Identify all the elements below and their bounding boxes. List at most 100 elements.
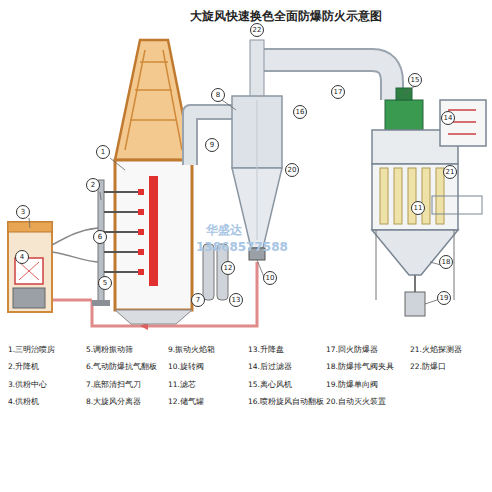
powder-supply-center [19,262,39,280]
callout-number: 16 [296,109,305,116]
air-duct [190,112,236,165]
spray-booth [149,176,158,286]
parts-list-item: 9.振动火焰箱 [168,345,215,355]
cyclone-separator [257,100,258,240]
leader-line [100,192,101,200]
powder-supply-center [8,222,52,312]
exhaust-box [432,196,482,214]
exhaust-box [432,100,486,214]
callout-circle: 6 [93,230,107,244]
callout-number: 12 [224,265,233,272]
parts-list-item: 11.滤芯 [168,380,196,390]
callout-circle: 1 [96,145,110,159]
callout-circle: 14 [441,111,455,125]
parts-list-item: 3.供粉中心 [8,380,47,390]
spray-booth [115,40,192,160]
parts-list-item: 10.旋转阀 [168,362,204,372]
diagram-title: 大旋风快速换色全面防爆防火示意图 [190,9,382,24]
after-filter [408,168,416,224]
callout-number: 8 [216,92,220,99]
parts-list-item: 20.自动灭火装置 [326,397,386,407]
air-duct [257,60,392,100]
after-filter [394,168,402,224]
after-filter [380,168,388,224]
callout-number: 4 [20,254,24,261]
callout-number: 11 [414,205,423,212]
callout-number: 2 [91,182,95,189]
after-filter [372,230,458,275]
after-filter [454,230,455,300]
gun-lifter [92,300,110,306]
air-duct [257,60,392,100]
parts-list-item: 21.火焰探测器 [410,345,462,355]
spray-booth [138,269,144,275]
callout-number: 21 [446,169,455,176]
after-filter [376,230,377,300]
after-filter [405,292,425,316]
powder-hose [52,252,100,262]
parts-list-item: 2.升降机 [8,362,39,372]
callout-circle: 12 [221,261,235,275]
parts-list-item: 6.气动防爆抗气翻板 [86,362,157,372]
parts-list-item: 12.储气罐 [168,397,204,407]
callout-circle: 18 [439,255,453,269]
callout-number: 14 [444,115,453,122]
powder-supply-center [13,288,45,308]
after-filter [422,168,430,224]
callout-circle: 5 [98,276,112,290]
callout-number: 5 [103,280,107,287]
parts-list-item: 15.离心风机 [248,380,292,390]
spray-booth [104,271,140,273]
leader-line [222,100,236,110]
parts-list-item: 19.防爆单向阀 [326,380,378,390]
callout-number: 1 [101,149,105,156]
callout-number: 15 [411,77,420,84]
callout-circle: 10 [263,271,277,285]
spray-booth [104,191,140,193]
air-duct [190,112,236,165]
parts-list-item: 14.后过滤器 [248,362,292,372]
leader-line [110,158,125,170]
callout-circle: 13 [229,293,243,307]
parts-list-item: 16.喷粉旋风自动翻板 [248,397,324,407]
callout-circle: 16 [293,105,307,119]
callout-number: 17 [334,89,343,96]
powder-supply-center [8,222,52,312]
callout-number: 19 [440,295,449,302]
callout-number: 18 [442,259,451,266]
parts-list-item: 7.底部清扫气刀 [86,380,141,390]
callout-circle: 17 [331,85,345,99]
callout-circle: 21 [443,165,457,179]
parts-list-item: 1.三明治喷房 [8,345,55,355]
parts-list-item: 22.防爆口 [410,362,446,372]
spray-booth [125,50,182,150]
watermark: 13868577588 [196,240,288,254]
spray-booth [115,160,192,310]
parts-list-item: 5.调粉振动筛 [86,345,133,355]
callout-circle: 19 [437,291,451,305]
spray-booth [138,209,144,215]
parts-list-item: 17.回火防爆器 [326,345,378,355]
callout-number: 20 [288,167,297,174]
after-filter [385,100,423,130]
spray-booth [138,189,144,195]
callout-circle: 7 [191,293,205,307]
parts-list-item: 13.升降盘 [248,345,284,355]
leader-line [425,300,437,304]
exhaust-box [440,100,486,146]
callout-number: 22 [253,27,262,34]
parts-list-item: 18.防爆排气阀夹具 [326,362,394,372]
parts-list-item: 8.大旋风分离器 [86,397,141,407]
air-duct [190,60,392,165]
callout-circle: 8 [211,88,225,102]
spray-booth [104,192,140,272]
spray-booth [138,189,144,275]
spray-booth [104,211,140,213]
callout-number: 9 [210,142,214,149]
spray-booth [104,40,192,324]
leader-line [29,86,441,304]
spray-booth [115,310,192,324]
after-filter [372,88,458,316]
callout-circle: 2 [86,178,100,192]
